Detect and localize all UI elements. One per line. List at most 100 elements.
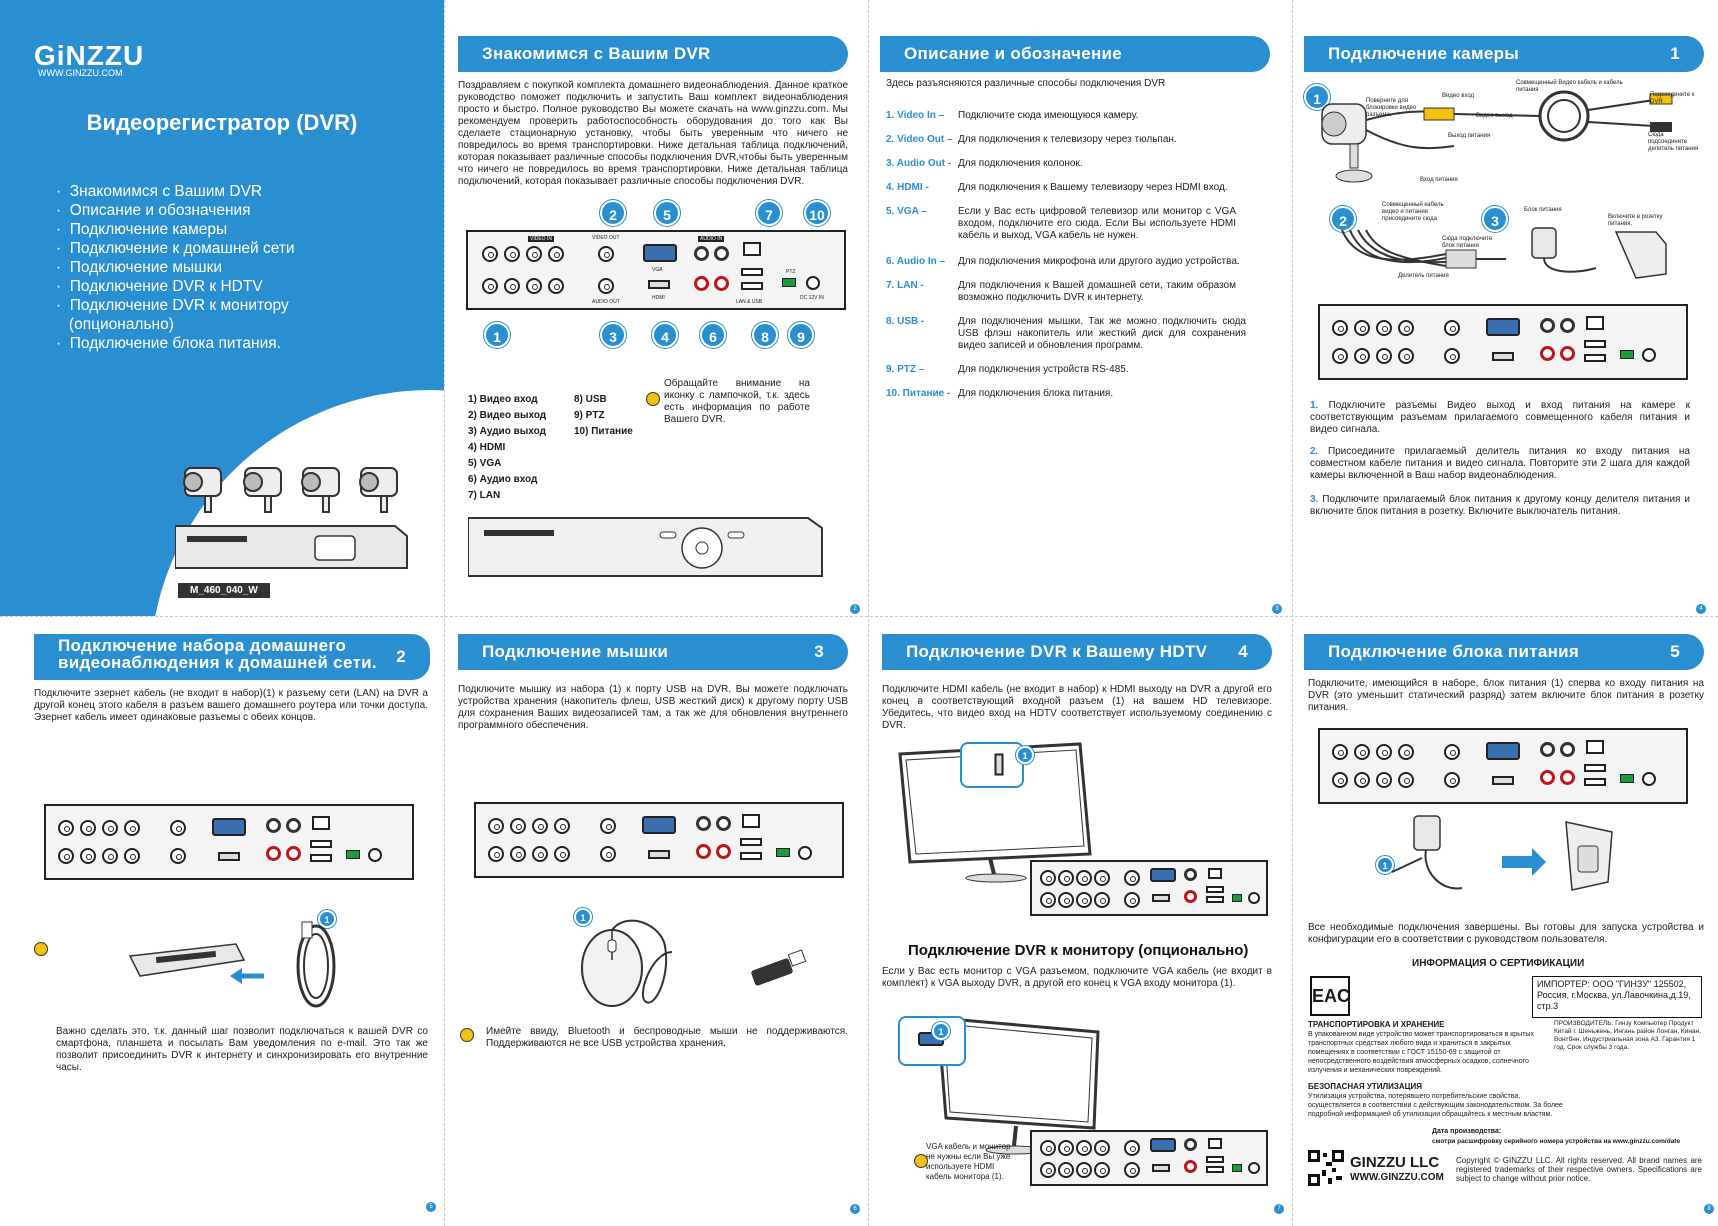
step-3-badge: 3: [1482, 206, 1508, 232]
callout-6: 6: [700, 322, 726, 348]
monitor-illustration: [936, 1016, 1100, 1155]
tip-text: Обращайте внимание на иконку с лампочкой…: [664, 378, 810, 425]
transport-text: В упакованном виде устройство может тран…: [1308, 1031, 1534, 1074]
intro-text: Поздравляем с покупкой комплекта домашне…: [458, 80, 848, 187]
page-number: 4: [1696, 604, 1706, 614]
mouse-tip: Имейте ввиду, Bluetooth и беспроводные м…: [486, 1026, 848, 1049]
callout-1: 1: [484, 322, 510, 348]
header-know-dvr: Знакомимся с Вашим DVR: [458, 36, 848, 72]
cover-item-3: · Подключение камеры: [56, 221, 228, 238]
disposal-title: БЕЗОПАСНАЯ УТИЛИЗАЦИЯ: [1308, 1082, 1422, 1091]
dvr-back-diagram-5: [474, 802, 844, 878]
page-number: 8: [1704, 1204, 1714, 1214]
camera-step-2: 2. Присоедините прилагаемый делитель пит…: [1310, 446, 1690, 481]
dvr-back-diagram-4: [44, 804, 414, 880]
cover-item-8: · Подключение блока питания.: [56, 335, 281, 352]
mouse-illustration: [581, 919, 807, 1007]
cover-title: Видеорегистратор (DVR): [86, 110, 358, 135]
network-text: Подключите эзернет кабель (не входит в н…: [34, 688, 428, 723]
dvr-back-diagram-6: [1030, 860, 1268, 916]
panel-description: Описание и обозначение Здесь разъясняютс…: [868, 0, 1292, 616]
camera-step-3: 3. Подключите прилагаемый блок питания к…: [1310, 494, 1690, 517]
cover-item-5: · Подключение мышки: [56, 259, 223, 276]
brand-url: WWW.GINZZU.COM: [38, 68, 123, 78]
panel-know-dvr: Знакомимся с Вашим DVR Поздравляем с пок…: [444, 0, 868, 616]
power-text: Подключите, имеющийся в наборе, блок пит…: [1308, 678, 1704, 713]
camera-step-1: 1. Подключите разъемы Видео выход и вход…: [1310, 400, 1690, 435]
company-url: WWW.GINZZU.COM: [1350, 1172, 1444, 1183]
model-badge: M_460_040_W: [178, 583, 270, 598]
page-number: 7: [1274, 1204, 1284, 1214]
cover-panel: GiNZZU WWW.GINZZU.COM Видеорегистратор (…: [0, 0, 444, 616]
dvr-back-diagram-6b: [1030, 1130, 1268, 1186]
router-cable-illustration: [128, 921, 336, 1008]
cover-cameras-illustration: [175, 467, 408, 569]
done-text: Все необходимые подключения завершены. В…: [1308, 922, 1704, 945]
callout-9: 9: [788, 322, 814, 348]
maker-text: ПРОИЗВОДИТЕЛЬ: Гинзу Компьютер Продукт К…: [1554, 1020, 1701, 1051]
bulb-icon: [460, 1028, 474, 1042]
callout-1b: 1: [932, 1022, 950, 1040]
cover-item-1: · Знакомимся с Вашим DVR: [56, 183, 263, 200]
callout-1: 1: [1016, 746, 1034, 764]
bulb-icon: [646, 392, 660, 406]
callout-7: 7: [756, 200, 782, 226]
camera-cable-illustration: [1321, 90, 1673, 183]
dvr-back-diagram-7: [1318, 728, 1688, 804]
callout-8: 8: [752, 322, 778, 348]
callout-3: 3: [600, 322, 626, 348]
bulb-icon: [34, 942, 48, 956]
mouse-text: Подключите мышку из набора (1) к порту U…: [458, 684, 848, 731]
tv-illustration: [898, 742, 1092, 883]
cert-title: ИНФОРМАЦИЯ О СЕРТИФИКАЦИИ: [1412, 958, 1585, 969]
date-text: смотри расшифровку серийного номера устр…: [1432, 1138, 1681, 1145]
vga-zoom: [898, 1016, 966, 1066]
hdtv-sub-header: Подключение DVR к монитору (опционально): [908, 942, 1249, 959]
dvr-back-diagram: VIDEO IN VIDEO OUT AUDIO OUT VGA HDMI AU…: [466, 230, 846, 310]
vga-port: [643, 244, 677, 262]
lan-port: [743, 242, 761, 256]
eac-mark: EAC: [1310, 976, 1350, 1016]
callout-1: 1: [574, 908, 592, 926]
monitor-text: Если у Вас есть монитор с VGA разъемом, …: [882, 966, 1272, 989]
hdmi-zoom: [960, 742, 1024, 788]
cover-item-7b: (опционально): [68, 316, 174, 333]
callout-5: 5: [654, 200, 680, 226]
transport-title: ТРАНСПОРТИРОВКА И ХРАНЕНИЕ: [1308, 1020, 1445, 1029]
psu-illustration: [1391, 815, 1613, 891]
callout-1: 1: [1376, 856, 1394, 874]
network-tip: Важно сделать это, т.к. данный шаг позво…: [56, 1026, 428, 1073]
monitor-tip: VGA кабель и монитор не нужны если Вы уж…: [926, 1142, 1011, 1181]
callout-1: 1: [318, 910, 336, 928]
brand-logo: GiNZZU: [34, 40, 145, 71]
date-title: Дата производства:: [1432, 1128, 1502, 1135]
company-name: GINZZU LLC: [1350, 1154, 1440, 1171]
dvr-front-illustration: [468, 517, 823, 577]
cover-item-2: · Описание и обозначения: [56, 202, 251, 219]
callout-2: 2: [600, 200, 626, 226]
cover-item-7: · Подключение DVR к монитору: [56, 297, 289, 314]
copyright-text: Copyright © GINZZU LLC. All rights reser…: [1456, 1156, 1702, 1183]
cover-item-4: · Подключение к домашней сети: [56, 240, 295, 257]
hdmi-port: [648, 280, 670, 289]
description-intro: Здесь разъясняются различные способы под…: [886, 78, 1166, 89]
splitter-illustration: [1341, 227, 1667, 279]
hdtv-text: Подключите HDMI кабель (не входит в набо…: [882, 684, 1272, 731]
bulb-icon: [914, 1154, 928, 1168]
page-number: 3: [1272, 604, 1282, 614]
disposal-text: Утилизация устройства, потерявшего потре…: [1308, 1093, 1563, 1118]
qr-code-icon: [1308, 1150, 1344, 1186]
callout-10: 10: [804, 200, 830, 226]
page-number: 6: [850, 1204, 860, 1214]
cover-item-6: · Подключение DVR к HDTV: [56, 278, 263, 295]
